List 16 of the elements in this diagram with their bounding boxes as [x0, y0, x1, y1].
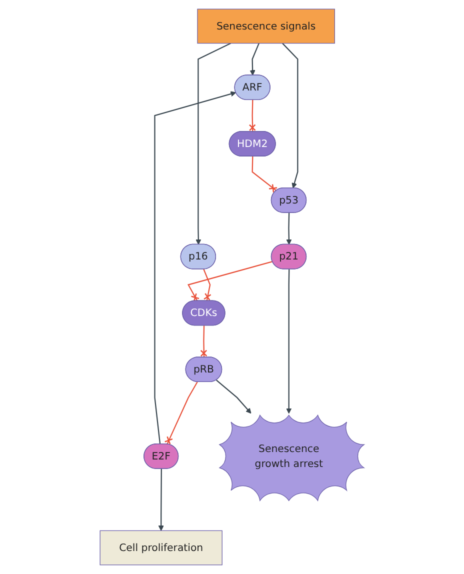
connector	[200, 326, 208, 358]
connector	[164, 382, 198, 445]
connector	[203, 269, 212, 302]
arrow	[286, 269, 292, 414]
connector	[252, 156, 278, 193]
arrow	[250, 43, 260, 76]
node-box: Senescence signals	[197, 8, 335, 44]
arrow	[216, 380, 252, 414]
connector	[248, 100, 256, 132]
connector	[187, 261, 273, 302]
arrow	[282, 42, 298, 188]
arrow	[196, 42, 231, 245]
node-box: Cell proliferation	[100, 530, 222, 566]
arrow	[286, 212, 292, 245]
arrow	[158, 468, 164, 531]
arrow	[154, 91, 236, 444]
